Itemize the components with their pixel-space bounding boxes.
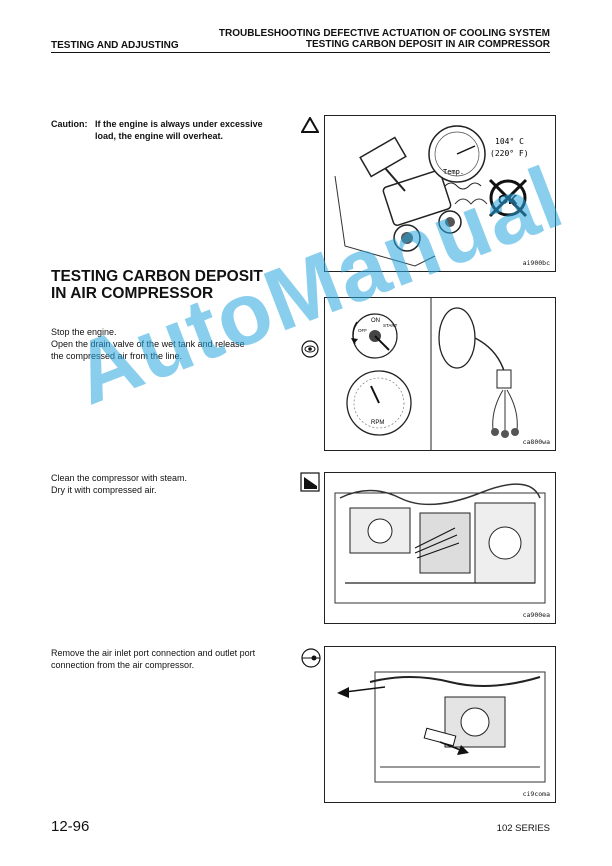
- rpm-label: RPM: [371, 420, 384, 426]
- header-rule: [51, 52, 550, 53]
- header-title-line1: TROUBLESHOOTING DEFECTIVE ACTUATION OF C…: [218, 28, 550, 39]
- air-port-figure: ci9coma: [324, 646, 556, 803]
- step3-text: Remove the air inlet port connection and…: [51, 647, 301, 671]
- section-title: TESTING CARBON DEPOSIT IN AIR COMPRESSOR: [51, 268, 263, 302]
- overheating-figure: Temp. 104° C (220° F) OK ai900bc: [324, 115, 556, 272]
- step2-line2: Dry it with compressed air.: [51, 485, 157, 495]
- caution-line1: If the engine is always under excessive: [95, 119, 263, 129]
- step1-text: Stop the engine. Open the drain valve of…: [51, 326, 301, 362]
- caution-note: Caution: If the engine is always under ex…: [51, 118, 296, 142]
- step2-line1: Clean the compressor with steam.: [51, 473, 188, 483]
- switch-on-label: ON: [371, 318, 380, 324]
- warning-triangle-icon: [301, 117, 319, 133]
- eye-inspect-icon: [301, 340, 319, 358]
- series-label: 102 SERIES: [496, 823, 550, 834]
- figure4-code: ci9coma: [522, 790, 550, 798]
- switch-start-label: START: [383, 323, 398, 328]
- switch-off-label: OFF: [358, 328, 367, 333]
- step2-text: Clean the compressor with steam. Dry it …: [51, 472, 301, 496]
- step1-line3: the compressed air from the line.: [51, 351, 183, 361]
- compressor-illustration: [334, 483, 546, 604]
- temp-gauge-label: Temp.: [443, 168, 464, 176]
- caution-label: Caution:: [51, 119, 88, 129]
- section-heading: TESTING AND ADJUSTING: [51, 40, 179, 51]
- compressor-figure: ca900ea: [324, 472, 556, 624]
- caution-line2: load, the engine will overheat.: [95, 131, 224, 141]
- stop-engine-illustration: ON START OFF RPM: [346, 298, 519, 450]
- clean-steam-icon: [300, 472, 320, 492]
- disconnect-icon: [301, 648, 321, 668]
- overheating-illustration: Temp. 104° C (220° F) OK: [334, 125, 529, 267]
- step3-line2: connection from the air compressor.: [51, 660, 195, 670]
- stop-engine-figure: ON START OFF RPM ca800wa: [324, 297, 556, 451]
- page-header-titles: TROUBLESHOOTING DEFECTIVE ACTUATION OF C…: [219, 28, 550, 50]
- temp-celsius: 104° C: [495, 137, 524, 146]
- air-port-illustration: [337, 671, 546, 783]
- section-title-line1: TESTING CARBON DEPOSIT: [51, 268, 263, 285]
- step1-line2: Open the drain valve of the wet tank and…: [51, 339, 245, 349]
- step1-line1: Stop the engine.: [51, 327, 117, 337]
- temp-fahrenheit: (220° F): [490, 149, 529, 158]
- figure1-code: ai900bc: [522, 259, 550, 267]
- section-title-line2: IN AIR COMPRESSOR: [51, 285, 214, 302]
- step3-line1: Remove the air inlet port connection and…: [51, 648, 256, 658]
- header-title-line2: TESTING CARBON DEPOSIT IN AIR COMPRESSOR: [305, 39, 550, 50]
- figure3-code: ca900ea: [522, 611, 550, 619]
- figure2-code: ca800wa: [522, 438, 550, 446]
- page-number: 12-96: [51, 818, 90, 835]
